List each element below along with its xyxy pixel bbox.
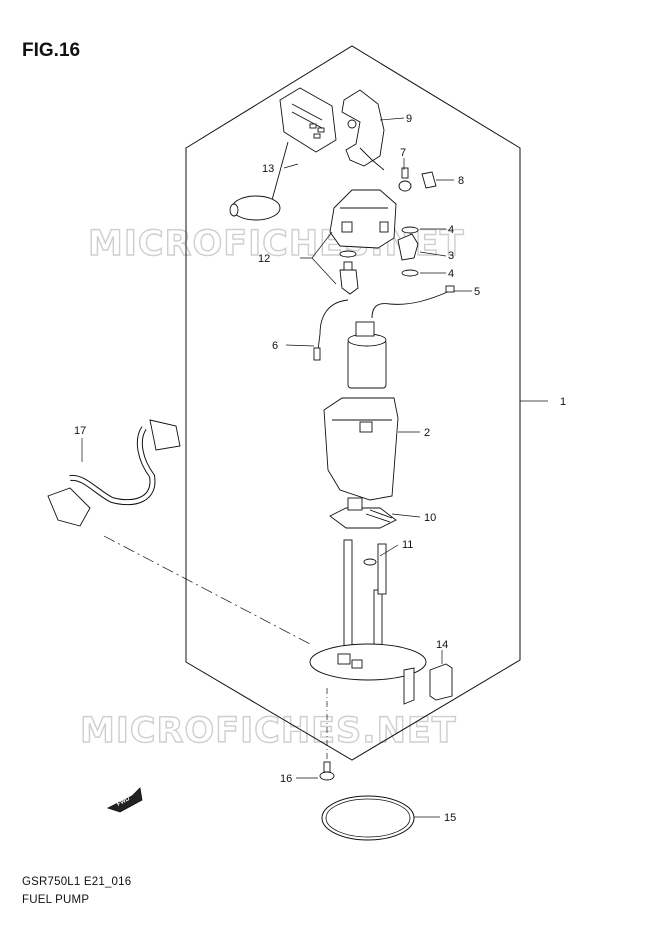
callout-13: 12 [258,253,270,265]
leader-lines [81,117,548,818]
fuel-pump-motor [347,321,387,389]
figure-name: FUEL PUMP [22,894,90,906]
gasket-15-inner [325,798,411,838]
clip-9 [421,171,437,189]
o-ring-5 [363,558,377,566]
callout-2: 2 [424,427,430,439]
wire-6 [371,289,453,319]
callout-15: 15 [444,812,456,824]
o-ring-4a [401,226,419,234]
callout-6: 5 [474,286,480,298]
pump-bracket [341,89,385,171]
fuel-hose-17 [47,419,181,527]
wire-7 [317,299,349,351]
callout-7: 6 [272,340,278,352]
wire-7-terminal [313,347,321,361]
callout-5: 11 [402,539,413,551]
gasket-15 [321,795,415,841]
callout-17: 17 [74,425,86,437]
callout-4b: 4 [448,268,454,280]
callout-10: 9 [406,113,412,125]
bolt-16 [319,761,335,781]
callout-16: 16 [280,773,292,785]
callout-1: 1 [560,396,566,408]
wire-6-terminal [445,285,455,293]
figure-title: FIG.16 [22,40,81,61]
pump-top-cover [329,189,397,249]
watermark-bottom: MICROFICHES.NET [80,711,457,751]
callout-3: 3 [448,250,454,262]
assembly-outline [185,45,521,761]
figure-code: GSR750L1 E21_016 [22,876,132,888]
cushion-12 [429,663,453,701]
callout-9: 8 [458,175,464,187]
fuel-level-gauge [229,87,337,221]
callout-11: 10 [424,512,436,524]
forward-arrow-icon: FWD [106,787,143,813]
filter-13 [339,250,359,295]
o-ring-4b [401,269,419,277]
callout-12: 14 [436,639,448,651]
callout-8: 7 [400,147,406,159]
pump-base-plate [309,539,427,705]
pressure-sensor-3 [397,233,419,261]
hose-centerline [103,535,311,645]
bolt-8 [398,167,412,192]
strainer-11 [329,497,397,529]
callout-4a: 4 [448,224,454,236]
pump-case-2 [323,397,399,501]
callout-14: 13 [262,163,274,175]
